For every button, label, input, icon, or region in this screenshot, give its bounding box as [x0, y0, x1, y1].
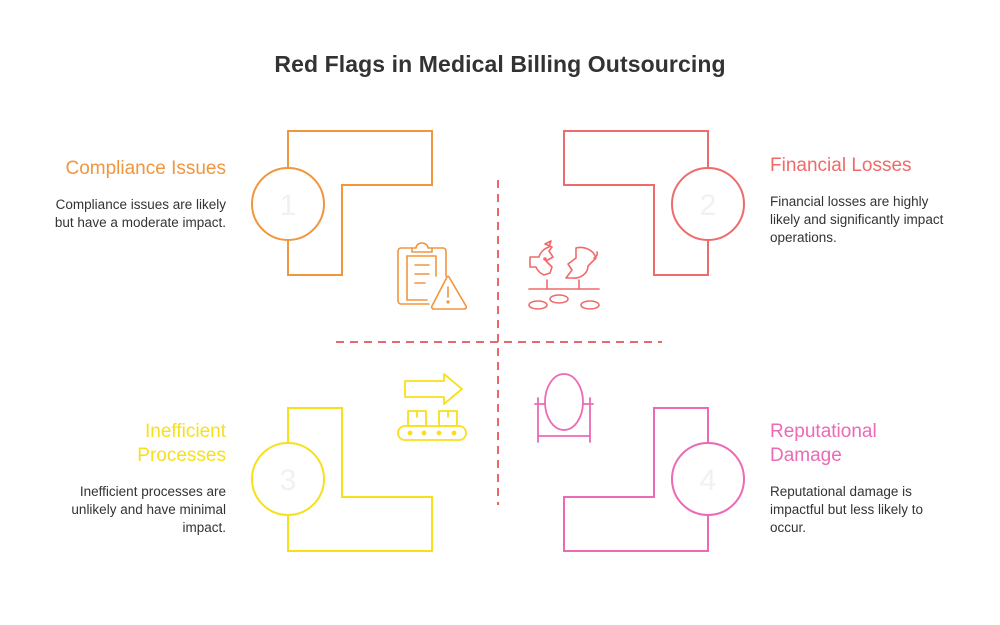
broken-piggy-bank-icon: [528, 240, 600, 310]
quadrant-3-description: Inefficient processes are unlikely and h…: [71, 484, 226, 535]
page-title: Red Flags in Medical Billing Outsourcing: [274, 51, 726, 77]
quadrant-1-description: Compliance issues are likely but have a …: [54, 197, 226, 230]
clipboard-warning-icon: [397, 242, 468, 310]
quadrant-4-description: Reputational damage is impactful but les…: [770, 484, 924, 535]
quadrant-3-badge: [251, 442, 325, 516]
quadrant-3-heading: Inefficient Processes: [137, 421, 226, 466]
quadrant-4-badge: [671, 442, 745, 516]
quadrant-1-shape: 1: [251, 130, 433, 276]
quadrant-2-number: 2: [700, 189, 717, 222]
quadrant-1-badge: [251, 167, 325, 241]
mirror-icon: [534, 373, 594, 443]
quadrant-1-heading: Compliance Issues: [65, 158, 226, 179]
quadrant-3-number: 3: [280, 464, 297, 497]
quadrant-3-shape: 3: [251, 407, 433, 552]
conveyor-belt-arrow-icon: [397, 373, 467, 441]
quadrant-1-number: 1: [280, 189, 297, 222]
quadrant-2-heading: Financial Losses: [770, 155, 912, 176]
quadrant-2-description: Financial losses are highly likely and s…: [770, 194, 944, 245]
quadrant-2-badge: [671, 167, 745, 241]
quadrant-4-heading: Reputational Damage: [770, 421, 877, 466]
quadrant-4-shape: 4: [563, 407, 745, 552]
quadrant-2-shape: 2: [563, 130, 745, 276]
quadrant-4-number: 4: [700, 464, 717, 497]
